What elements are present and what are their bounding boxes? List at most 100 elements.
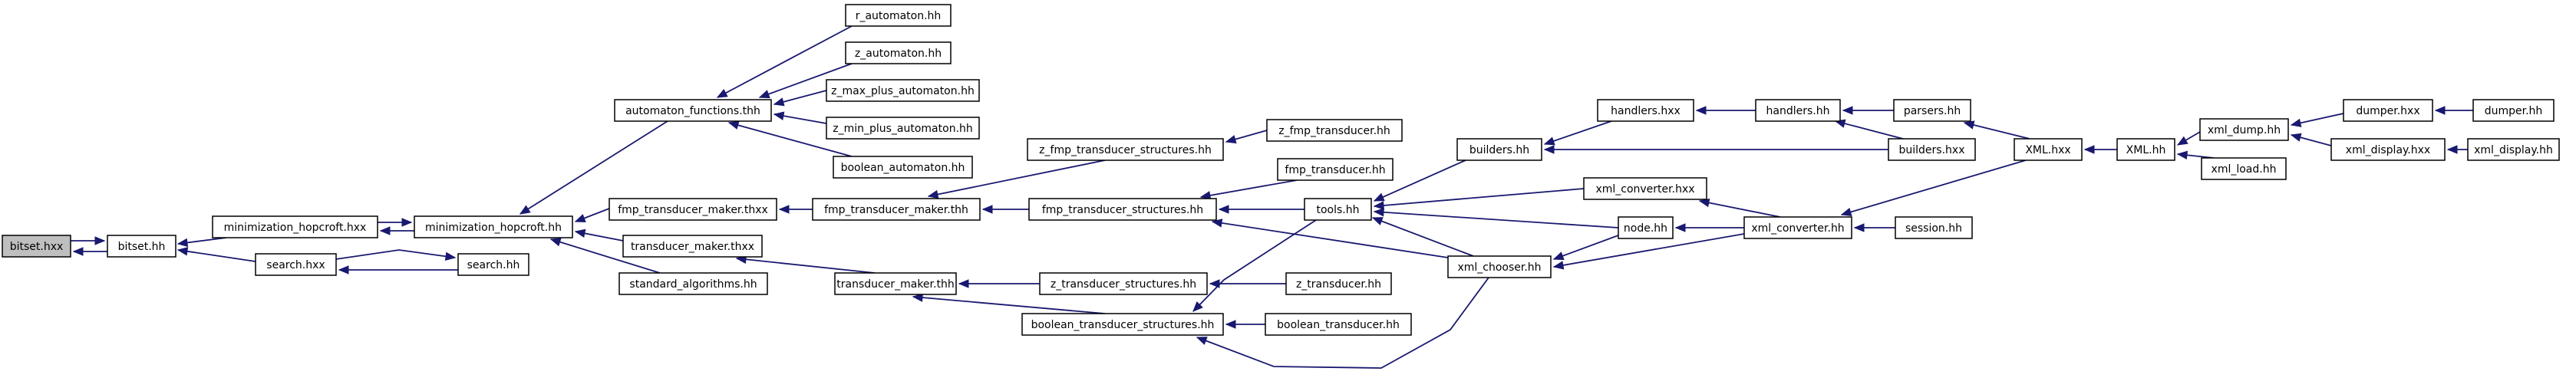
- node-box[interactable]: [2, 235, 71, 258]
- node-transducer-maker-thxx[interactable]: transducer_maker.thxx: [622, 235, 763, 258]
- node-xml-display-hxx[interactable]: xml_display.hxx: [2330, 138, 2446, 161]
- node-builders-hxx[interactable]: builders.hxx: [1888, 138, 1976, 161]
- node-box[interactable]: [2330, 138, 2446, 161]
- node-box[interactable]: [1743, 216, 1852, 239]
- node-box[interactable]: [255, 253, 337, 276]
- node-xml-chooser-hh[interactable]: xml_chooser.hh: [1447, 255, 1552, 278]
- node-z-fmp-transducer-hh[interactable]: z_fmp_transducer.hh: [1266, 119, 1403, 142]
- node-box[interactable]: [609, 198, 777, 221]
- node-automaton-functions-thh[interactable]: automaton_functions.thh: [614, 99, 772, 122]
- node-boolean-automaton-hh[interactable]: boolean_automaton.hh: [833, 156, 973, 179]
- node-box[interactable]: [826, 117, 980, 140]
- node-box[interactable]: [2201, 157, 2287, 180]
- node-label: builders.hh: [1469, 144, 1529, 156]
- node-box[interactable]: [2199, 118, 2289, 141]
- node-box[interactable]: [2343, 99, 2433, 122]
- node-box[interactable]: [414, 215, 573, 238]
- node-box[interactable]: [212, 215, 378, 238]
- node-fmp-transducer-structures-hh[interactable]: fmp_transducer_structures.hh: [1028, 198, 1217, 221]
- edge-line: [1841, 159, 2027, 215]
- node-transducer-maker-thh[interactable]: transducer_maker.thh: [834, 272, 957, 295]
- node-xml-display-hh[interactable]: xml_display.hh: [2467, 138, 2560, 161]
- node-handlers-hxx[interactable]: handlers.hxx: [1597, 99, 1694, 122]
- node-z-max-plus-automaton-hh[interactable]: z_max_plus_automaton.hh: [826, 79, 980, 102]
- node-box[interactable]: [2472, 99, 2555, 122]
- node-bitset-hh[interactable]: bitset.hh: [107, 235, 176, 258]
- node-dumper-hxx[interactable]: dumper.hxx: [2343, 99, 2433, 122]
- node-box[interactable]: [1304, 198, 1372, 221]
- node-box[interactable]: [834, 272, 957, 295]
- node-box[interactable]: [833, 156, 973, 179]
- node-box[interactable]: [1021, 313, 1224, 336]
- node-box[interactable]: [2116, 138, 2175, 161]
- arrowhead-icon: [981, 205, 993, 214]
- node-bitset-hxx[interactable]: bitset.hxx: [2, 235, 71, 258]
- node-box[interactable]: [812, 198, 981, 221]
- node-boolean-transducer-hh[interactable]: boolean_transducer.hh: [1265, 313, 1412, 336]
- node-tools-hh[interactable]: tools.hh: [1304, 198, 1372, 221]
- node-xml-dump-hh[interactable]: xml_dump.hh: [2199, 118, 2289, 141]
- node-box[interactable]: [826, 79, 980, 102]
- node-fmp-transducer-maker-thxx[interactable]: fmp_transducer_maker.thxx: [609, 198, 777, 221]
- node-standard-algorithms-hh[interactable]: standard_algorithms.hh: [618, 272, 768, 295]
- node-box[interactable]: [618, 272, 768, 295]
- node-parsers-hh[interactable]: parsers.hh: [1893, 99, 1971, 122]
- node-label: parsers.hh: [1904, 105, 1961, 117]
- node-search-hh[interactable]: search.hh: [457, 253, 529, 276]
- node-builders-hh[interactable]: builders.hh: [1456, 138, 1542, 161]
- arrowhead-icon: [778, 205, 790, 214]
- node-box[interactable]: [1447, 255, 1552, 278]
- node-box[interactable]: [2467, 138, 2560, 161]
- node-z-transducer-structures-hh[interactable]: z_transducer_structures.hh: [1039, 272, 1208, 295]
- node-node-hh[interactable]: node.hh: [1618, 216, 1674, 239]
- node-xml-converter-hh[interactable]: xml_converter.hh: [1743, 216, 1852, 239]
- node-dumper-hh[interactable]: dumper.hh: [2472, 99, 2555, 122]
- node-search-hxx[interactable]: search.hxx: [255, 253, 337, 276]
- arrowhead-icon: [1196, 337, 1208, 345]
- node-xml-converter-hxx[interactable]: xml_converter.hxx: [1583, 177, 1707, 200]
- node-fmp-transducer-maker-thh[interactable]: fmp_transducer_maker.thh: [812, 198, 981, 221]
- node-fmp-transducer-hh[interactable]: fmp_transducer.hh: [1277, 158, 1394, 181]
- node-box[interactable]: [1456, 138, 1542, 161]
- node-XML-hxx[interactable]: XML.hxx: [2014, 138, 2083, 161]
- edge-search_hxx-to-bitset_hh: [176, 247, 256, 262]
- node-box[interactable]: [1277, 158, 1394, 181]
- node-session-hh[interactable]: session.hh: [1895, 216, 1973, 239]
- edge-minimization_hopcroft_hxx-to-bitset_hh: [176, 237, 227, 248]
- node-box[interactable]: [1583, 177, 1707, 200]
- node-XML-hh[interactable]: XML.hh: [2116, 138, 2175, 161]
- node-box[interactable]: [845, 4, 952, 27]
- node-label: boolean_transducer.hh: [1277, 319, 1400, 331]
- node-box[interactable]: [845, 41, 952, 64]
- node-xml-load-hh[interactable]: xml_load.hh: [2201, 157, 2287, 180]
- node-box[interactable]: [1597, 99, 1694, 122]
- node-box[interactable]: [1265, 313, 1412, 336]
- node-box[interactable]: [2014, 138, 2083, 161]
- node-z-fmp-transducer-structures-hh[interactable]: z_fmp_transducer_structures.hh: [1027, 138, 1224, 161]
- node-box[interactable]: [1285, 272, 1392, 295]
- node-z-automaton-hh[interactable]: z_automaton.hh: [845, 41, 952, 64]
- node-box[interactable]: [614, 99, 772, 122]
- node-box[interactable]: [1895, 216, 1973, 239]
- node-boolean-transducer-structures-hh[interactable]: boolean_transducer_structures.hh: [1021, 313, 1224, 336]
- edge-line: [177, 249, 256, 262]
- node-z-transducer-hh[interactable]: z_transducer.hh: [1285, 272, 1392, 295]
- node-box[interactable]: [457, 253, 529, 276]
- node-z-min-plus-automaton-hh[interactable]: z_min_plus_automaton.hh: [826, 117, 980, 140]
- node-box[interactable]: [1893, 99, 1971, 122]
- node-handlers-hh[interactable]: handlers.hh: [1755, 99, 1841, 122]
- node-box[interactable]: [1027, 138, 1224, 161]
- node-r-automaton-hh[interactable]: r_automaton.hh: [845, 4, 952, 27]
- node-box[interactable]: [1266, 119, 1403, 142]
- node-box[interactable]: [1618, 216, 1674, 239]
- node-box[interactable]: [1755, 99, 1841, 122]
- node-box[interactable]: [107, 235, 176, 258]
- node-box[interactable]: [1028, 198, 1217, 221]
- node-minimization-hopcroft-hh[interactable]: minimization_hopcroft.hh: [414, 215, 573, 238]
- node-box[interactable]: [1039, 272, 1208, 295]
- edge-line: [736, 258, 876, 274]
- node-box[interactable]: [622, 235, 763, 258]
- node-label: handlers.hh: [1766, 105, 1830, 117]
- node-minimization-hopcroft-hxx[interactable]: minimization_hopcroft.hxx: [212, 215, 378, 238]
- node-box[interactable]: [1888, 138, 1976, 161]
